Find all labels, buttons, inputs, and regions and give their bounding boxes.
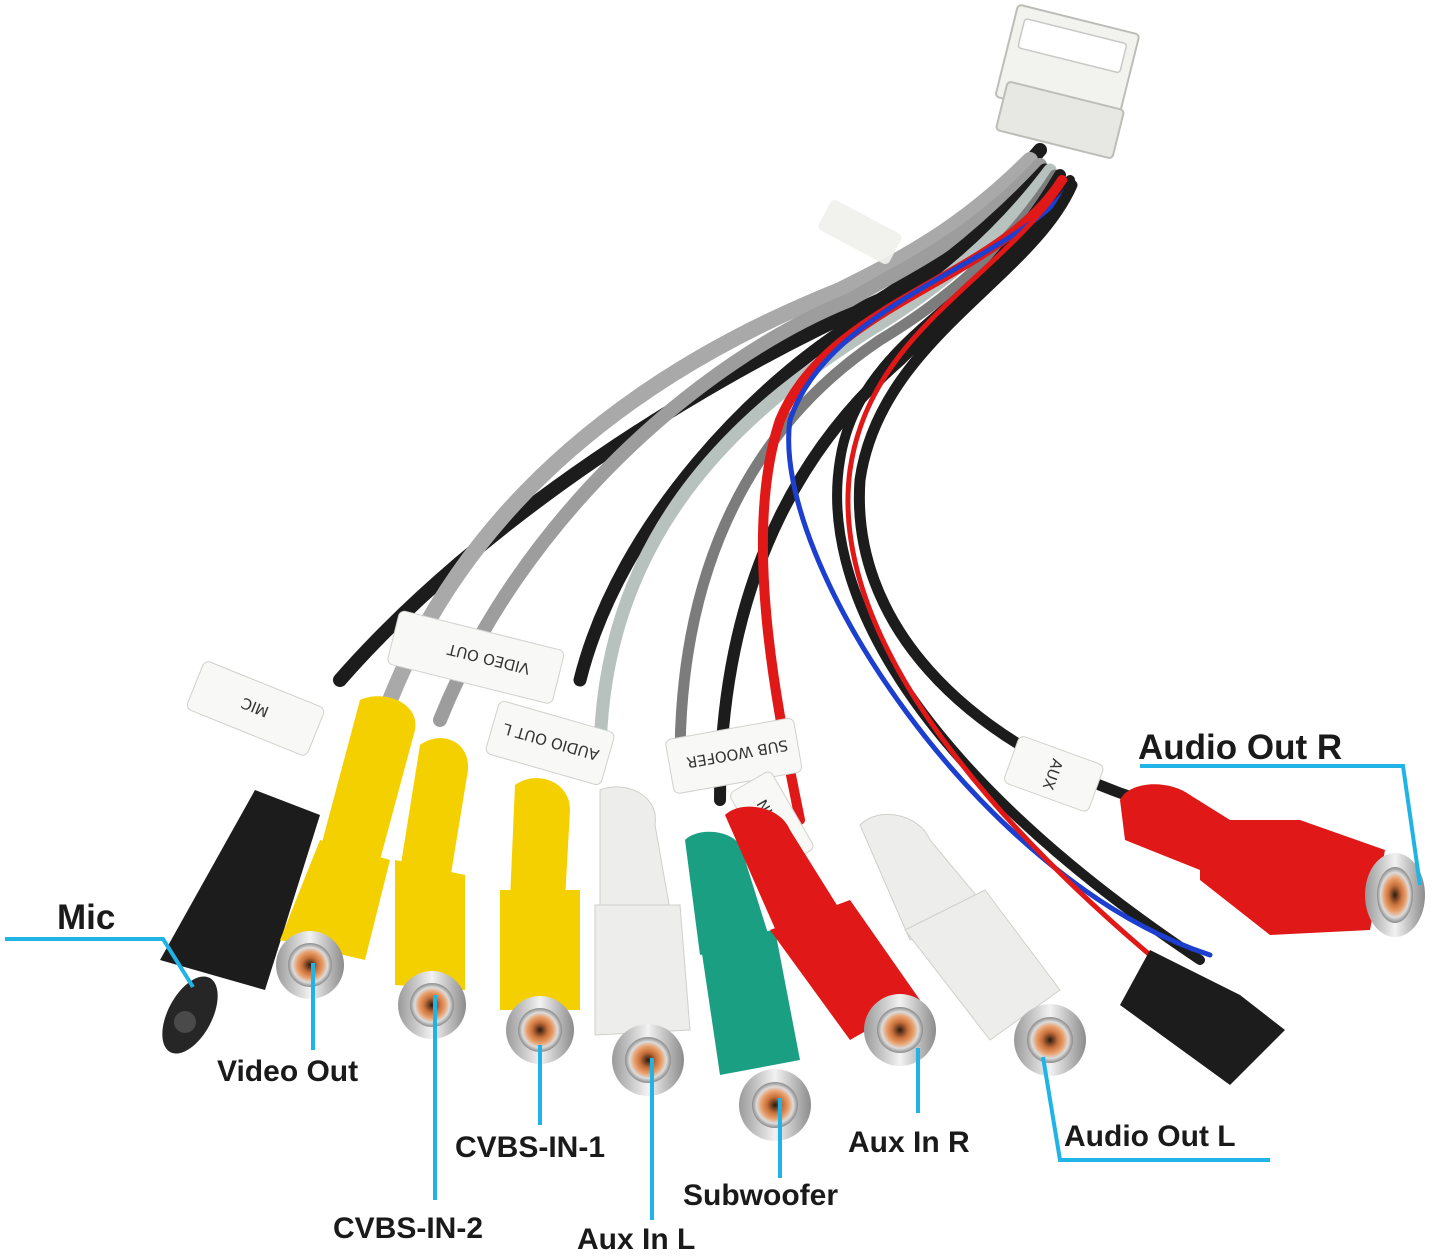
leader-audio-out-r xyxy=(1140,764,1422,886)
label-mic: Mic xyxy=(57,898,116,937)
plugs xyxy=(160,696,1425,1141)
plug-black-connector xyxy=(1120,950,1285,1085)
cable-tie xyxy=(818,199,902,265)
sleeve-aux: AUX xyxy=(1004,736,1104,812)
label-aux-in-l: Aux In L xyxy=(577,1223,696,1256)
wire-subwoofer xyxy=(674,169,1061,766)
leader-mic xyxy=(5,937,195,989)
wire-video-out xyxy=(382,152,1038,708)
label-cvbs-in-2: CVBS-IN-2 xyxy=(333,1212,484,1245)
wire-red-thin xyxy=(845,177,1183,983)
plug-subwoofer xyxy=(685,831,811,1141)
leader-audio-out-l xyxy=(1041,1056,1270,1162)
sleeve-mic: MIC xyxy=(186,661,325,756)
wire-audio-out-r xyxy=(853,179,1146,806)
wire-aux-in-l-black xyxy=(832,175,1205,965)
label-aux-in-r: Aux In R xyxy=(848,1126,970,1159)
wire-bundle xyxy=(333,143,1213,983)
label-audio-out-r: Audio Out R xyxy=(1138,728,1343,767)
sleeve-audio-out-l: AUDIO OUT L xyxy=(485,700,615,786)
sleeve-video-out: VIDEO OUT xyxy=(387,610,565,704)
label-subwoofer: Subwoofer xyxy=(683,1179,838,1212)
label-video-out: Video Out xyxy=(217,1055,359,1088)
plug-video-out xyxy=(276,696,416,999)
wire-cvbs-in-2 xyxy=(433,158,1047,727)
leader-lines xyxy=(5,764,1422,1220)
label-audio-out-l: Audio Out L xyxy=(1064,1120,1236,1153)
plug-cvbs-in-2 xyxy=(395,738,469,1039)
wire-cvbs-in-1 xyxy=(573,163,1052,687)
plug-audio-out-r xyxy=(1120,784,1425,937)
label-cvbs-in-1: CVBS-IN-1 xyxy=(455,1131,606,1164)
plug-audio-out-l xyxy=(859,813,1086,1076)
wire-blue xyxy=(786,182,1213,958)
main-connector xyxy=(995,4,1140,159)
plug-cvbs-in-1 xyxy=(500,778,580,1064)
plug-aux-in-l xyxy=(594,786,691,1096)
